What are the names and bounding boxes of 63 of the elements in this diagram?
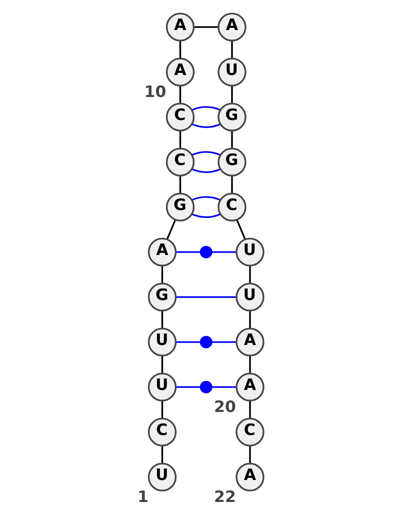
connector xyxy=(160,400,163,418)
node-circle: A xyxy=(235,327,264,356)
node-circle: G xyxy=(165,192,194,221)
node-circle: A xyxy=(217,12,246,41)
connector xyxy=(175,340,200,342)
node-circle: A xyxy=(165,12,194,41)
node-circle: U xyxy=(147,327,176,356)
connector xyxy=(178,175,181,193)
connector xyxy=(178,85,181,103)
connector xyxy=(160,445,163,463)
node-circle: C xyxy=(165,147,194,176)
node-label: 20 xyxy=(214,396,236,416)
node-circle: G xyxy=(147,282,176,311)
connector xyxy=(175,250,200,252)
connector xyxy=(160,355,163,373)
connector xyxy=(191,122,220,128)
connector xyxy=(191,196,220,200)
connector xyxy=(211,250,236,252)
connector xyxy=(230,85,232,103)
node-circle: U xyxy=(217,57,246,86)
node-circle: G xyxy=(217,147,246,176)
connector xyxy=(175,386,200,388)
connector xyxy=(230,40,232,58)
node-circle: C xyxy=(235,417,264,446)
node-circle: U xyxy=(235,237,264,266)
connector xyxy=(191,168,220,173)
node-dot xyxy=(199,335,212,348)
connector xyxy=(166,219,176,240)
node-circle: A xyxy=(235,372,264,401)
connector xyxy=(175,296,236,298)
node-circle: U xyxy=(147,462,176,491)
connector xyxy=(248,265,250,283)
node-circle: U xyxy=(235,282,264,311)
connector xyxy=(211,340,236,342)
connector xyxy=(248,310,250,328)
node-label: 1 xyxy=(137,486,148,506)
node-circle: U xyxy=(147,372,176,401)
connector xyxy=(191,150,220,156)
node-dot xyxy=(199,245,212,258)
node-circle: A xyxy=(147,237,176,266)
node-dot xyxy=(199,380,212,393)
connector xyxy=(178,40,181,58)
node-label: 10 xyxy=(144,82,166,101)
connector xyxy=(191,106,220,110)
node-label: 22 xyxy=(214,486,236,506)
connector xyxy=(194,26,218,28)
connector xyxy=(191,212,220,218)
connector xyxy=(248,355,250,373)
node-circle: C xyxy=(217,192,246,221)
connector xyxy=(248,400,250,418)
node-circle: C xyxy=(165,102,194,131)
connector xyxy=(160,265,163,283)
node-circle: G xyxy=(217,102,246,131)
connector xyxy=(230,130,232,148)
node-circle: A xyxy=(165,57,194,86)
connector xyxy=(178,130,181,148)
connector xyxy=(236,219,246,240)
connector xyxy=(248,445,250,463)
node-circle: A xyxy=(235,462,264,491)
connector xyxy=(160,310,163,328)
connector xyxy=(230,175,232,193)
node-circle: C xyxy=(147,417,176,446)
connector xyxy=(211,386,236,388)
